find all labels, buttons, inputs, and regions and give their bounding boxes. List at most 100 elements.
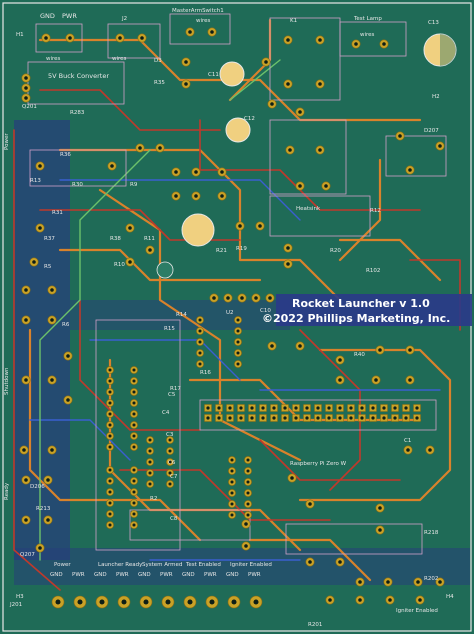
misc-pads — [19, 27, 445, 605]
component-pad — [191, 167, 201, 177]
dip-pin — [130, 477, 138, 485]
dip-pin — [146, 469, 154, 477]
ref-label: R38 — [110, 236, 121, 242]
component-pad — [287, 473, 297, 483]
component-pad — [47, 285, 57, 295]
dip-pin — [106, 366, 114, 374]
dip-socket — [146, 436, 174, 488]
component-pad — [295, 107, 305, 117]
svg-text:PWR: PWR — [62, 12, 77, 20]
component-pad — [107, 161, 117, 171]
connector-pin — [249, 595, 263, 609]
copper-pour-bottom — [14, 548, 470, 585]
connector-column-label: Test Enabled — [185, 562, 221, 568]
component-pad — [185, 27, 195, 37]
component-pad — [115, 33, 125, 43]
title-banner — [276, 294, 472, 326]
component-pad — [321, 181, 331, 191]
header-pin — [391, 404, 399, 412]
header-pin — [215, 414, 223, 422]
component-pad — [355, 577, 365, 587]
dip-pin — [130, 377, 138, 385]
top-labels: GND PWR H1 J2 MasterArmSwitch1 K1 Test L… — [16, 8, 440, 212]
connector-pin-label: GND — [138, 572, 151, 578]
ref-label: R30 — [72, 182, 83, 188]
ref-label: D206 — [30, 484, 45, 490]
header-pin — [281, 404, 289, 412]
ref-label: R16 — [200, 370, 211, 376]
component-pad — [251, 293, 261, 303]
dip-pin — [234, 338, 242, 346]
component-pad — [375, 503, 385, 513]
connector-column-label: Launcher Ready — [98, 562, 143, 568]
component-pad — [435, 577, 445, 587]
component-pad — [63, 351, 73, 361]
connector-pin — [117, 595, 131, 609]
svg-text:D3: D3 — [154, 58, 162, 64]
ref-label: R11 — [144, 236, 155, 242]
component-pad — [283, 35, 293, 45]
header-pin — [226, 414, 234, 422]
component-pad — [209, 293, 219, 303]
component-pad — [21, 285, 31, 295]
connector-column-label: System Armed — [142, 562, 182, 568]
header-pin — [347, 414, 355, 422]
dip-pin — [234, 349, 242, 357]
connector-pin-label: GND — [226, 572, 239, 578]
component-pad — [21, 515, 31, 525]
header-pin — [336, 404, 344, 412]
dip-pin — [244, 456, 252, 464]
ref-label: R5 — [44, 264, 52, 270]
dip-pin — [234, 327, 242, 335]
ref-label: R15 — [164, 326, 175, 332]
ref-label: R213 — [36, 506, 51, 512]
copper-pour-mid — [70, 300, 290, 330]
header-pin — [248, 414, 256, 422]
cap-c11 — [219, 61, 245, 87]
ref-label: R40 — [354, 352, 365, 358]
connector-pin-label: PWR — [204, 572, 217, 578]
header-pin — [270, 404, 278, 412]
connector-pin — [51, 595, 65, 609]
cap-c-small — [156, 261, 174, 279]
svg-text:GND: GND — [40, 12, 55, 20]
component-pad — [125, 223, 135, 233]
component-pad — [41, 33, 51, 43]
component-pad — [43, 475, 53, 485]
component-pad — [261, 57, 271, 67]
component-pad — [19, 445, 29, 455]
ref-label: R36 — [60, 152, 71, 158]
dip-pin — [106, 499, 114, 507]
bottom-h3: H3 — [16, 594, 24, 600]
component-pad — [405, 345, 415, 355]
component-pad — [395, 131, 405, 141]
component-pad — [43, 515, 53, 525]
header-pin — [292, 404, 300, 412]
dip-pin — [130, 488, 138, 496]
dip-pin — [244, 478, 252, 486]
svg-text:Q201: Q201 — [22, 104, 37, 110]
connector-pin-label: GND — [182, 572, 195, 578]
dip-pin — [130, 510, 138, 518]
svg-text:C12: C12 — [244, 116, 255, 122]
component-pad — [335, 375, 345, 385]
ref-label: R21 — [216, 248, 227, 254]
component-pad — [21, 475, 31, 485]
header-pin — [292, 414, 300, 422]
rpi-header — [204, 404, 421, 422]
ref-label: C10 — [260, 308, 271, 314]
dip-socket — [228, 456, 252, 519]
component-pad — [255, 221, 265, 231]
header-pin — [204, 404, 212, 412]
dip-pin — [146, 436, 154, 444]
svg-text:R283: R283 — [70, 110, 85, 116]
header-pin — [204, 414, 212, 422]
ref-label: R10 — [114, 262, 125, 268]
header-pin — [281, 414, 289, 422]
dip-pin — [130, 521, 138, 529]
ref-label: R6 — [62, 322, 70, 328]
connector-pin — [73, 595, 87, 609]
component-pad — [171, 191, 181, 201]
